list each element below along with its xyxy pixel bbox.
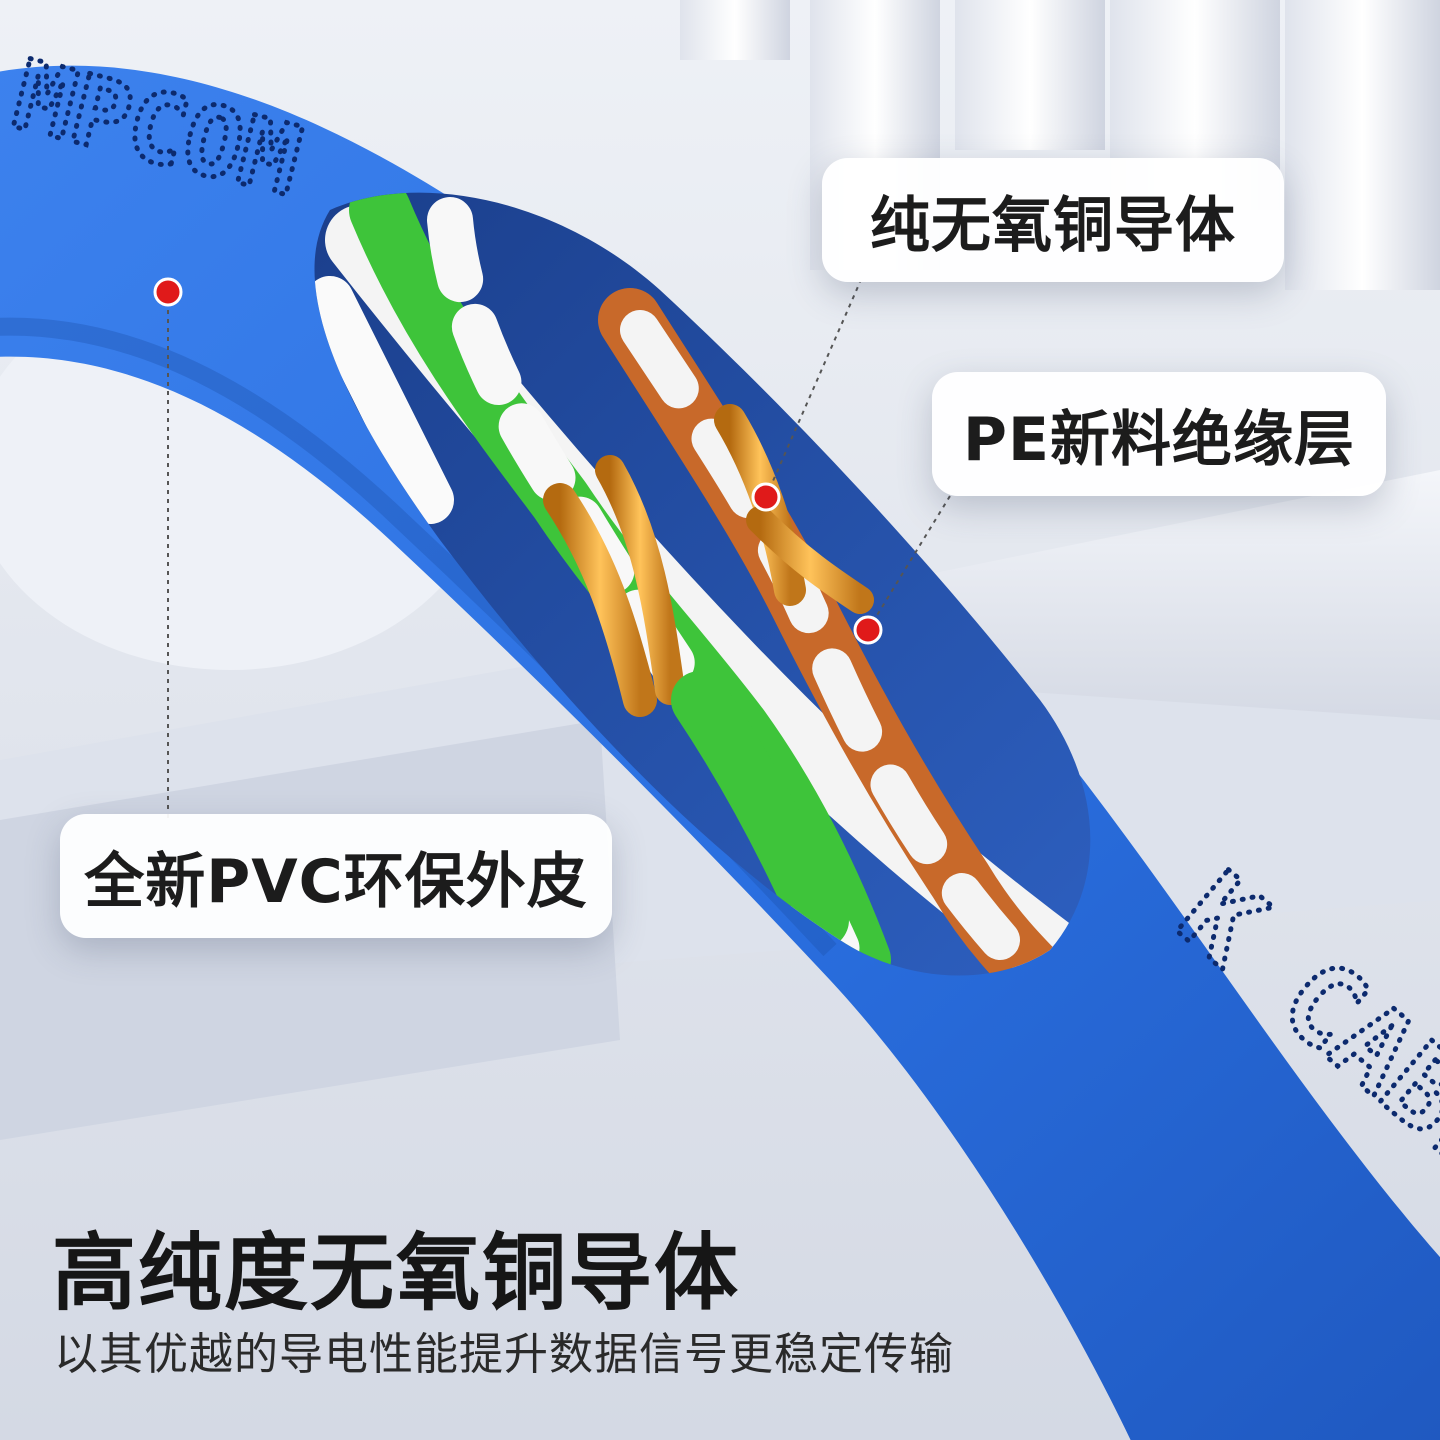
marker-dot-pe bbox=[853, 615, 883, 645]
callout-pvc-jacket: 全新PVC环保外皮 bbox=[60, 814, 612, 938]
marker-dot-pvc bbox=[153, 277, 183, 307]
callout-copper-conductor: 纯无氧铜导体 bbox=[822, 158, 1284, 282]
callout-pe-insulation: PE新料绝缘层 bbox=[932, 372, 1386, 496]
subline: 以其优越的导电性能提升数据信号更稳定传输 bbox=[54, 1329, 954, 1380]
twisted-pairs bbox=[314, 192, 1091, 976]
marker-dot-copper bbox=[751, 482, 781, 512]
headline: 高纯度无氧铜导体 bbox=[52, 1224, 741, 1322]
